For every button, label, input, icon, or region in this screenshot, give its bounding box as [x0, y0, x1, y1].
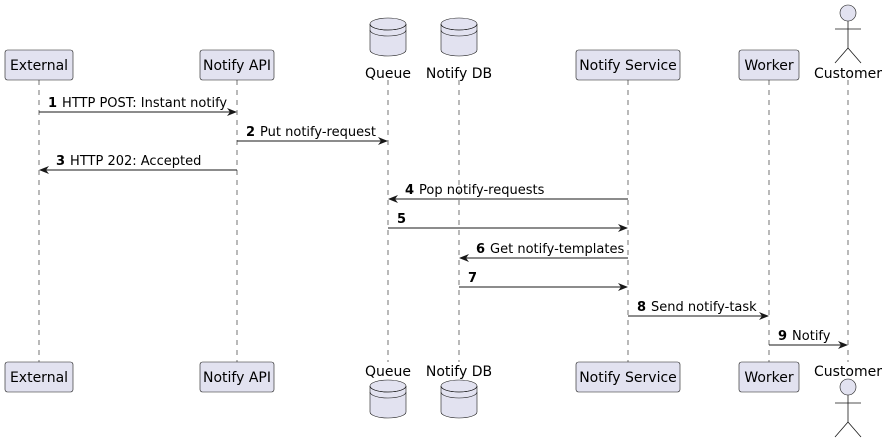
- message-label: 3 HTTP 202: Accepted: [56, 154, 201, 169]
- message-text: Get notify-templates: [490, 242, 624, 257]
- message-number: 7: [468, 271, 477, 286]
- queue-label-bottom: Queue: [365, 364, 411, 380]
- customer-label-top: Customer: [814, 66, 882, 82]
- message-7: 7: [459, 271, 628, 291]
- customer-label-bottom: Customer: [814, 364, 882, 380]
- notify-api-participant-top: Notify API: [199, 49, 275, 81]
- message-number: 2: [246, 125, 255, 140]
- message-text: Notify: [792, 329, 831, 344]
- message-label: 6 Get notify-templates: [476, 242, 624, 257]
- notify-service-participant-top: Notify Service: [575, 49, 681, 81]
- message-text: Pop notify-requests: [419, 183, 545, 198]
- notify-api-box-bottom: [199, 361, 275, 393]
- message-number: 8: [637, 300, 646, 315]
- message-label: 9 Notify: [778, 329, 831, 344]
- message-5: 5: [388, 212, 628, 232]
- notify-db-database-icon-bottom: [440, 379, 478, 419]
- worker-box-top: [738, 49, 800, 81]
- worker-participant-top: Worker: [738, 49, 800, 81]
- message-label: 7: [468, 271, 477, 286]
- notify-api-box-top: [199, 49, 275, 81]
- notify-db-database-icon-top: [440, 17, 478, 57]
- notify-service-label-bottom: Notify Service: [579, 370, 677, 386]
- notify-service-participant-bottom: Notify Service: [575, 361, 681, 393]
- notify-db-label-bottom: Notify DB: [426, 364, 492, 380]
- notify-db-label-top: Notify DB: [426, 66, 492, 82]
- worker-participant-bottom: Worker: [738, 361, 800, 393]
- message-number: 3: [56, 154, 65, 169]
- message-text: Send notify-task: [651, 300, 757, 315]
- message-number: 1: [48, 96, 57, 111]
- external-participant-bottom: External: [4, 361, 74, 393]
- message-label: 5: [397, 212, 406, 227]
- notify-service-box-top: [575, 49, 681, 81]
- message-label: 8 Send notify-task: [637, 300, 757, 315]
- message-text: Put notify-request: [260, 125, 376, 140]
- message-text: HTTP POST: Instant notify: [62, 96, 227, 111]
- worker-label-bottom: Worker: [744, 370, 794, 386]
- message-6: 6 Get notify-templates: [459, 242, 628, 262]
- notify-api-participant-bottom: Notify API: [199, 361, 275, 393]
- worker-label-top: Worker: [744, 58, 794, 74]
- message-label: 2 Put notify-request: [246, 125, 376, 140]
- message-number: 6: [476, 242, 485, 257]
- message-label: 4 Pop notify-requests: [405, 183, 545, 198]
- message-number: 5: [397, 212, 406, 227]
- external-participant-top: External: [4, 49, 74, 81]
- message-9: 9 Notify: [769, 329, 848, 349]
- message-4: 4 Pop notify-requests: [388, 183, 628, 203]
- customer-actor-icon-bottom: [834, 378, 862, 438]
- notify-service-box-bottom: [575, 361, 681, 393]
- message-label: 1 HTTP POST: Instant notify: [48, 96, 227, 111]
- message-number: 4: [405, 183, 414, 198]
- external-box-bottom: [4, 361, 74, 393]
- notify-api-label-top: Notify API: [203, 58, 271, 74]
- message-number: 9: [778, 329, 787, 344]
- queue-database-icon-top: [369, 17, 407, 57]
- queue-database-icon-bottom: [369, 379, 407, 419]
- message-3: 3 HTTP 202: Accepted: [39, 154, 237, 174]
- external-label-bottom: External: [10, 370, 68, 386]
- external-box-top: [4, 49, 74, 81]
- message-8: 8 Send notify-task: [628, 300, 769, 320]
- notify-api-label-bottom: Notify API: [203, 370, 271, 386]
- message-text: HTTP 202: Accepted: [70, 154, 201, 169]
- worker-box-bottom: [738, 361, 800, 393]
- queue-label-top: Queue: [365, 66, 411, 82]
- external-label-top: External: [10, 58, 68, 74]
- message-1: 1 HTTP POST: Instant notify: [39, 96, 237, 116]
- message-2: 2 Put notify-request: [237, 125, 388, 145]
- customer-actor-icon-top: [834, 4, 862, 64]
- notify-service-label-top: Notify Service: [579, 58, 677, 74]
